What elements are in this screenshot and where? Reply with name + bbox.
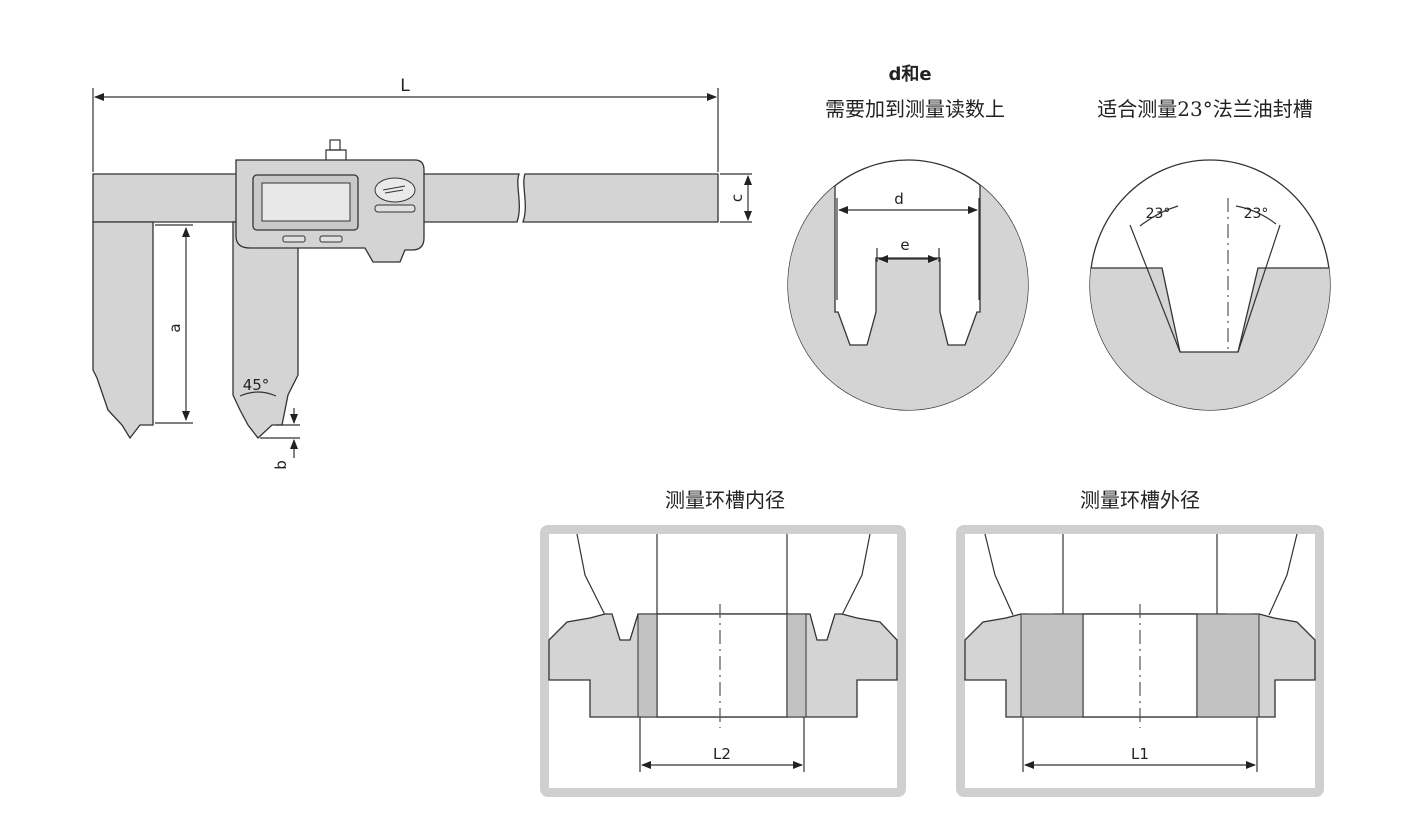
- caliper-drawing: L c a 45°: [92, 76, 752, 470]
- dim-L2-label: L2: [713, 745, 731, 763]
- panel-outer-diameter: 测量环槽外径 L1: [956, 488, 1324, 797]
- fixed-jaw: [92, 221, 154, 440]
- dim-d-label: d: [894, 190, 904, 208]
- circle-23deg: 适合测量23°法兰油封槽 23° 23°: [1089, 97, 1331, 411]
- circle-d-e: d和e 需要加到测量读数上 d e: [787, 64, 1029, 411]
- seal-groove-part: [1090, 267, 1330, 410]
- button-icon: [319, 235, 343, 243]
- angle-left-label: 23°: [1146, 206, 1171, 222]
- panel-inner-title: 测量环槽内径: [665, 488, 785, 512]
- circle-de-title-line2: 需要加到测量读数上: [825, 97, 1005, 121]
- bore-area: [656, 613, 788, 718]
- panel-inner-diameter: 测量环槽内径 L2: [540, 488, 906, 797]
- button-icon: [282, 235, 306, 243]
- sliding-jaw: [232, 221, 299, 439]
- caliper-beam-right: [522, 173, 719, 223]
- jaw-angle-label: 45°: [243, 376, 270, 394]
- dim-L1-label: L1: [1131, 745, 1149, 763]
- groove-part: [788, 160, 1028, 410]
- circle-de-title-line1: d和e: [888, 64, 931, 85]
- circle-23-title: 适合测量23°法兰油封槽: [1097, 97, 1312, 121]
- lcd-display: [261, 182, 351, 222]
- dim-c-label: c: [728, 194, 746, 202]
- dim-a-label: a: [166, 323, 184, 332]
- button-icon: [374, 204, 416, 213]
- dim-L-label: L: [400, 76, 410, 96]
- lock-screw-icon: [325, 149, 347, 160]
- dim-e-label: e: [900, 236, 909, 254]
- brand-logo-icon: [374, 177, 416, 203]
- dim-b-label: b: [272, 460, 290, 470]
- panel-outer-title: 测量环槽外径: [1080, 488, 1200, 512]
- angle-right-label: 23°: [1244, 206, 1269, 222]
